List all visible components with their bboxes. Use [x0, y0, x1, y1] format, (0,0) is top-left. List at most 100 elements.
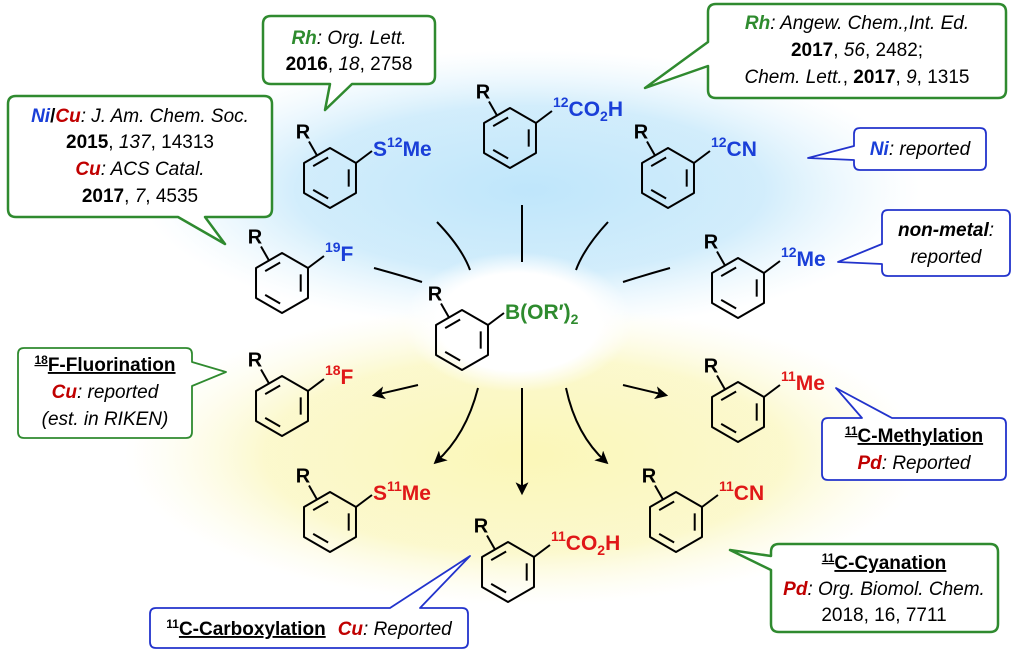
me_12-double-bond-0 [720, 266, 737, 277]
arrow-to-sme-11 [433, 387, 479, 465]
rh2-page1: 2482; [876, 40, 924, 61]
svg-text:11C-Methylation: 11C-Methylation [845, 424, 983, 447]
cyan-metal: Pd [783, 579, 808, 600]
co2h_12-isotope: 12 [553, 94, 569, 110]
ni-metal: Ni [870, 139, 890, 160]
molecule-cn-11: R 11CN [642, 466, 764, 553]
co2h_11-isotope: 11 [551, 528, 566, 544]
sme_12-pre: S [373, 138, 387, 161]
rh-year: 2016 [286, 54, 328, 75]
molecule-co2h-12: R 12CO2H [476, 82, 623, 169]
co2h_11-main: CO [566, 532, 598, 555]
cn_12-r-bond [646, 141, 656, 156]
svg-text:Rh: Org. Lett.: Rh: Org. Lett. [291, 28, 406, 49]
sme_11-r-bond [308, 485, 318, 500]
co2h_12-r-label: R [476, 82, 491, 104]
sme_11-double-bond-1 [312, 533, 329, 544]
nicu-vol1: 137 [119, 132, 152, 153]
cn_11-double-bond-0 [658, 500, 675, 511]
f_19-isotope: 19 [325, 239, 341, 255]
me_12-main: Me [797, 248, 826, 271]
cn_11-group-label: 11CN [719, 478, 764, 505]
svg-text:2017, 7, 4535: 2017, 7, 4535 [82, 186, 198, 207]
sme_12-main: Me [403, 138, 432, 161]
f_19-double-bond-0 [264, 261, 281, 272]
cn_12-r-label: R [634, 122, 649, 144]
rh2-vol2: 9 [906, 67, 917, 88]
rh2-c3: , [843, 67, 854, 88]
me_12-double-bond-1 [720, 299, 737, 310]
nicu-c3: , [124, 186, 135, 207]
f_18-main: F [341, 366, 354, 389]
me_12-isotope: 12 [781, 244, 797, 260]
rh2-vol1: 56 [844, 40, 866, 61]
rh2-metal: Rh [745, 13, 770, 34]
cn_11-r-bond [654, 485, 664, 500]
f_19-double-bond-1 [264, 294, 281, 305]
center-group: B(OR′) [505, 301, 571, 324]
f_19-main: F [341, 243, 354, 266]
co2h_12-main: CO [569, 98, 601, 121]
svg-text:Ni/Cu: J. Am. Chem. Soc.: Ni/Cu: J. Am. Chem. Soc. [31, 106, 249, 127]
cn_12-main: CN [727, 138, 757, 161]
top-connector-lines [373, 205, 671, 283]
cn_12-group-label: 12CN [711, 134, 757, 161]
molecule-boronic-ester: RB(OR′)2 [428, 284, 579, 371]
rh2-journal2: Chem. Lett. [744, 67, 842, 88]
nicu-metal2: Cu [55, 106, 81, 127]
me_11-sub-bond [763, 384, 781, 398]
cn_12-isotope: 12 [711, 134, 727, 150]
molecule-sme-12: R S12Me [296, 122, 432, 209]
rh2-year2: 2017 [853, 67, 895, 88]
me_11-isotope: 11 [781, 368, 796, 384]
nicu-journal2: ACS Catal. [110, 159, 205, 180]
f_18-double-bond-1 [264, 417, 281, 428]
f_18-r-bond [260, 369, 270, 384]
sme_12-isotope: 12 [387, 134, 403, 150]
sme_12-double-bond-0 [312, 156, 329, 167]
callout-me11-bubble [821, 387, 1007, 481]
sme_11-pre: S [373, 482, 387, 505]
nicu-page1: 14313 [161, 132, 214, 153]
co2h_12-tail: H [608, 98, 623, 121]
co2h_11-group-label: 11CO2H [551, 528, 620, 558]
callout-cyan-bubble [728, 542, 1000, 634]
me_11-benzene-ring [711, 381, 765, 443]
f18-text: reported [88, 382, 160, 403]
me_11-double-bond-1 [720, 423, 737, 434]
center-benzene-ring [435, 309, 489, 371]
nicu-year2: 2017 [82, 186, 124, 207]
svg-text:2015, 137, 14313: 2015, 137, 14313 [66, 132, 214, 153]
rh-vol: 18 [338, 54, 360, 75]
me_12-r-bond [716, 251, 726, 266]
svg-text:Pd: Org. Biomol. Chem.: Pd: Org. Biomol. Chem. [783, 579, 985, 600]
cn_11-r-label: R [642, 466, 657, 488]
co2h_12-double-bond-0 [492, 116, 509, 127]
cn_12-sub-bond [693, 150, 711, 164]
rh-sep: : [317, 28, 328, 49]
cyan-title: C-Cyanation [834, 553, 946, 574]
rh2-c5: , [917, 67, 928, 88]
nicu-vol2: 7 [135, 186, 147, 207]
co2h_12-double-bond-1 [492, 149, 509, 160]
carbox-iso: 11 [166, 617, 179, 631]
arrow-to-me-11 [622, 384, 669, 400]
sme_12-r-label: R [296, 122, 311, 144]
me11-title: C-Methylation [858, 426, 984, 447]
rh2-year1: 2017 [791, 40, 833, 61]
connector-to-me-12 [622, 267, 671, 283]
nicu-c4: , [145, 186, 156, 207]
rh2-journal1: Angew. Chem.,Int. Ed. [779, 13, 969, 34]
cn_11-sub-bond [701, 494, 719, 508]
co2h_11-benzene-ring [481, 541, 535, 603]
center-glow [403, 252, 633, 392]
co2h_12-group-label: 12CO2H [553, 94, 623, 124]
nicu-sep: : [81, 106, 92, 127]
me11-sep: : [882, 453, 893, 474]
